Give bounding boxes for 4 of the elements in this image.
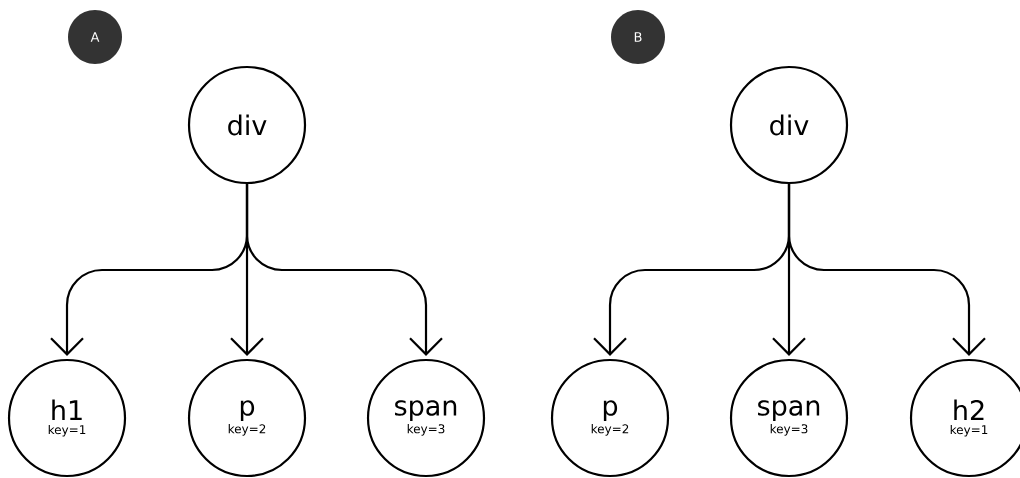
arrow — [245, 184, 443, 356]
panel-badge: B — [611, 10, 665, 64]
arrow — [787, 184, 986, 356]
panel-badge: A — [68, 10, 122, 64]
